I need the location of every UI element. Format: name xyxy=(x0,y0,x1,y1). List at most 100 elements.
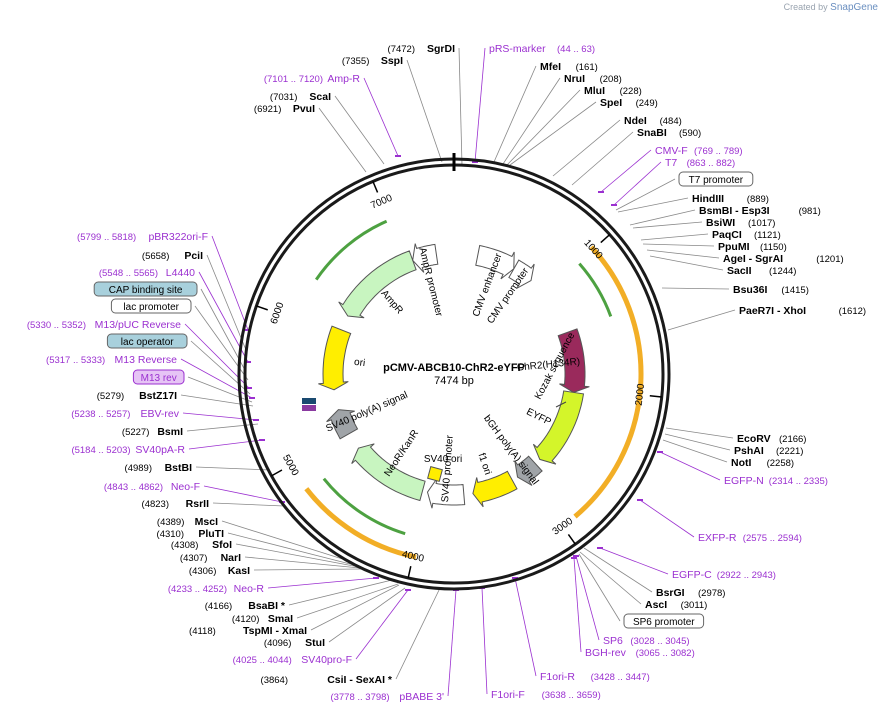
site-l4440[interactable]: L4440(5548 .. 5565) xyxy=(99,267,195,279)
site-bstbi[interactable]: BstBI(4989) xyxy=(125,462,193,474)
site-nrui[interactable]: NruI(208) xyxy=(564,73,622,85)
site-mfei[interactable]: MfeI(161) xyxy=(540,61,598,73)
site-t7[interactable]: T7(863 .. 882) xyxy=(665,157,735,169)
site-t7-promoter[interactable]: T7 promoter xyxy=(678,171,754,187)
site-hindiii[interactable]: HindIII(889) xyxy=(692,193,769,205)
site-name: M13 Reverse xyxy=(115,354,178,366)
site-m13-puc-reverse[interactable]: M13/pUC Reverse(5330 .. 5352) xyxy=(27,319,181,331)
site-name: SP6 promoter xyxy=(633,617,695,628)
site-pbabe-3[interactable]: pBABE 3'(3778 .. 3798) xyxy=(330,691,444,703)
site-amp-r[interactable]: Amp-R(7101 .. 7120) xyxy=(264,73,361,85)
site-sgrdi[interactable]: SgrDI(7472) xyxy=(388,43,456,55)
tick-mark xyxy=(256,305,268,311)
site-pluti[interactable]: PluTI(4310) xyxy=(157,528,225,540)
site-mlui[interactable]: MluI(228) xyxy=(584,85,642,97)
site-cmv-f[interactable]: CMV-F(769 .. 789) xyxy=(655,145,743,157)
site-name: CMV-F xyxy=(655,145,688,157)
feature-sv40-promoter[interactable] xyxy=(426,478,466,509)
site-csii-sexai[interactable]: CsiI - SexAI *(3864) xyxy=(261,674,393,686)
site-sspi[interactable]: SspI(7355) xyxy=(342,55,403,67)
site-tspmi-xmai[interactable]: TspMI - XmaI(4118) xyxy=(189,625,307,637)
site-coords: (2978) xyxy=(698,588,725,599)
kozak-mark xyxy=(555,401,567,408)
site-coords: (4233 .. 4252) xyxy=(168,584,227,595)
site-coords: (3864) xyxy=(261,675,288,686)
site-bstz17i[interactable]: BstZ17I(5279) xyxy=(97,390,177,402)
site-name: SpeI xyxy=(600,97,622,109)
feature-chr2-h134r[interactable] xyxy=(557,328,590,393)
site-pshai[interactable]: PshAI(2221) xyxy=(734,445,803,457)
site-egfp-n[interactable]: EGFP-N(2314 .. 2335) xyxy=(724,475,828,487)
site-paer7i-xhoi[interactable]: PaeR7I - XhoI(1612) xyxy=(739,305,866,317)
site-nari[interactable]: NarI(4307) xyxy=(180,552,241,564)
site-smai[interactable]: SmaI(4120) xyxy=(232,613,293,625)
site-f1ori-f[interactable]: F1ori-F(3638 .. 3659) xyxy=(491,689,601,701)
site-egfp-c[interactable]: EGFP-C(2922 .. 2943) xyxy=(672,569,776,581)
site-prs-marker[interactable]: pRS-marker(44 .. 63) xyxy=(489,43,595,55)
site-sp6[interactable]: SP6(3028 .. 3045) xyxy=(603,635,690,647)
site-coords: (2221) xyxy=(776,446,803,457)
site-kasi[interactable]: KasI(4306) xyxy=(189,565,250,577)
site-bsmi[interactable]: BsmI(5227) xyxy=(122,426,183,438)
feature-cmv-enhancer[interactable] xyxy=(475,244,515,280)
site-coords: (1121) xyxy=(754,230,781,241)
site-ndei[interactable]: NdeI(484) xyxy=(624,115,682,127)
leader-line xyxy=(632,221,703,229)
site-agei-sgrai[interactable]: AgeI - SgrAI(1201) xyxy=(723,253,844,265)
feature-bgh-poly-a-signal[interactable] xyxy=(514,455,543,486)
site-pcii[interactable]: PciI(5658) xyxy=(142,250,203,262)
site-stui[interactable]: StuI(4096) xyxy=(264,637,325,649)
site-coords: (4025 .. 4044) xyxy=(233,655,292,666)
sv40-ori-box[interactable] xyxy=(427,466,443,482)
site-bsu36i[interactable]: Bsu36I(1415) xyxy=(733,284,809,296)
site-lac-promoter[interactable]: lac promoter xyxy=(110,298,192,314)
site-spei[interactable]: SpeI(249) xyxy=(600,97,658,109)
feature-f1-ori[interactable] xyxy=(472,470,518,508)
site-bsabi[interactable]: BsaBI *(4166) xyxy=(205,600,286,612)
site-coords: (863 .. 882) xyxy=(687,158,736,169)
primer-mark xyxy=(245,361,251,363)
site-bsrgi[interactable]: BsrGI(2978) xyxy=(656,587,725,599)
site-asci[interactable]: AscI(3011) xyxy=(645,599,707,611)
backbone xyxy=(237,153,671,591)
site-m13-reverse[interactable]: M13 Reverse(5317 .. 5333) xyxy=(46,354,177,366)
site-rsrii[interactable]: RsrII(4823) xyxy=(142,498,210,510)
site-pbr322ori-f[interactable]: pBR322ori-F(5799 .. 5818) xyxy=(77,231,208,243)
site-sv40pro-f[interactable]: SV40pro-F(4025 .. 4044) xyxy=(233,654,352,666)
site-msci[interactable]: MscI(4389) xyxy=(157,516,218,528)
site-sacii[interactable]: SacII(1244) xyxy=(727,265,796,277)
leader-line xyxy=(227,532,359,567)
site-m13-rev[interactable]: M13 rev xyxy=(132,369,185,385)
site-f1ori-r[interactable]: F1ori-R(3428 .. 3447) xyxy=(540,671,650,683)
feature-ampr-promoter[interactable] xyxy=(412,243,439,273)
site-pvui[interactable]: PvuI(6921) xyxy=(254,103,315,115)
site-bsmbi-esp3i[interactable]: BsmBI - Esp3I(981) xyxy=(699,205,821,217)
site-lac-operator[interactable]: lac operator xyxy=(106,333,188,349)
tick-mark xyxy=(372,181,379,193)
site-noti[interactable]: NotI(2258) xyxy=(731,457,794,469)
site-ecorv[interactable]: EcoRV(2166) xyxy=(737,433,806,445)
site-exfp-r[interactable]: EXFP-R(2575 .. 2594) xyxy=(698,532,802,544)
site-neo-f[interactable]: Neo-F(4843 .. 4862) xyxy=(104,481,200,493)
leader-line xyxy=(267,577,377,589)
site-bsiwi[interactable]: BsiWI(1017) xyxy=(706,217,775,229)
site-cap-binding-site[interactable]: CAP binding site xyxy=(93,281,198,297)
feature-ori[interactable] xyxy=(318,325,352,391)
site-ebv-rev[interactable]: EBV-rev(5238 .. 5257) xyxy=(71,408,180,420)
site-bgh-rev[interactable]: BGH-rev(3065 .. 3082) xyxy=(585,647,695,659)
site-neo-r[interactable]: Neo-R(4233 .. 4252) xyxy=(168,583,265,595)
site-sfoi[interactable]: SfoI(4308) xyxy=(171,539,232,551)
site-sp6-promoter[interactable]: SP6 promoter xyxy=(623,613,705,629)
site-scai[interactable]: ScaI(7031) xyxy=(270,91,331,103)
site-snabi[interactable]: SnaBI(590) xyxy=(637,127,701,139)
feature-eyfp[interactable] xyxy=(532,390,585,465)
site-coords: (5227) xyxy=(122,427,149,438)
site-sv40pa-r[interactable]: SV40pA-R(5184 .. 5203) xyxy=(71,444,185,456)
site-coords: (4823) xyxy=(142,499,169,510)
site-paqci[interactable]: PaqCI(1121) xyxy=(712,229,781,241)
site-name: SspI xyxy=(381,55,403,67)
feature-neor-kanr[interactable] xyxy=(351,443,426,502)
feature-cmv-promoter[interactable] xyxy=(508,259,535,289)
site-ppumi[interactable]: PpuMI(1150) xyxy=(718,241,787,253)
feature-sv40-poly-a-signal[interactable] xyxy=(326,409,359,440)
